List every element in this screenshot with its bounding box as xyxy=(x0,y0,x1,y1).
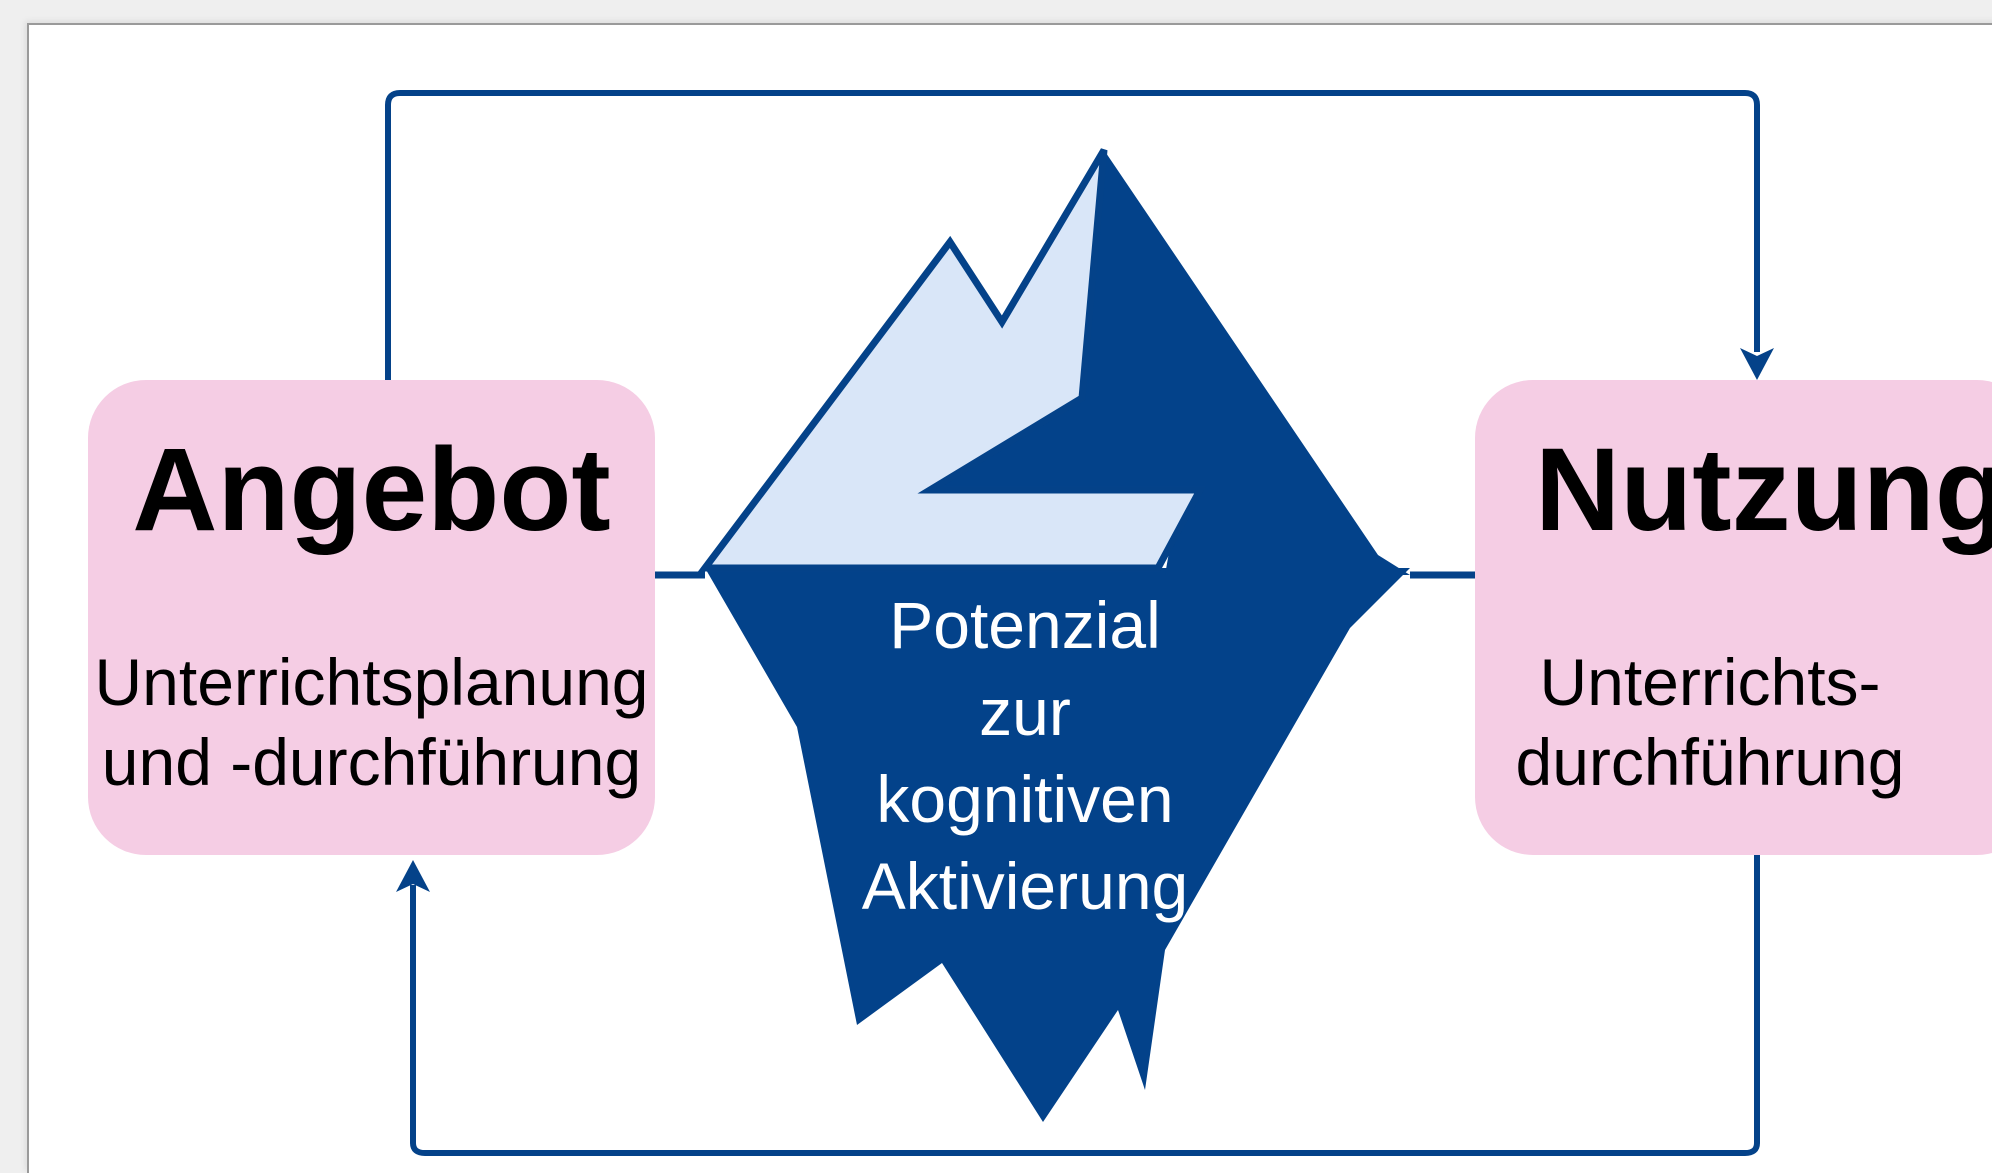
nutzung-subtitle: Unterrichts- durchführung xyxy=(1515,645,1905,799)
iceberg-icon xyxy=(697,148,1410,1122)
arrowhead-up-icon xyxy=(396,860,430,892)
iceberg-label: Potenzial zur kognitiven Aktivierung xyxy=(861,588,1189,923)
arrowhead-down-icon xyxy=(1740,348,1774,380)
angebot-box: Angebot Unterrichtsplanung und -durchfüh… xyxy=(88,380,655,855)
iceberg-underwater xyxy=(705,568,1410,1122)
angebot-title: Angebot xyxy=(132,424,611,556)
iceberg-dark-face xyxy=(930,150,1410,575)
nutzung-title: Nutzung xyxy=(1535,424,1992,556)
angebot-subtitle: Unterrichtsplanung und -durchführung xyxy=(94,645,649,799)
top-connector-line xyxy=(385,90,1760,380)
bottom-connector-line xyxy=(410,855,1760,1156)
iceberg-light-face xyxy=(697,148,1206,572)
nutzung-box: Nutzung Unterrichts- durchführung xyxy=(1475,380,1992,855)
